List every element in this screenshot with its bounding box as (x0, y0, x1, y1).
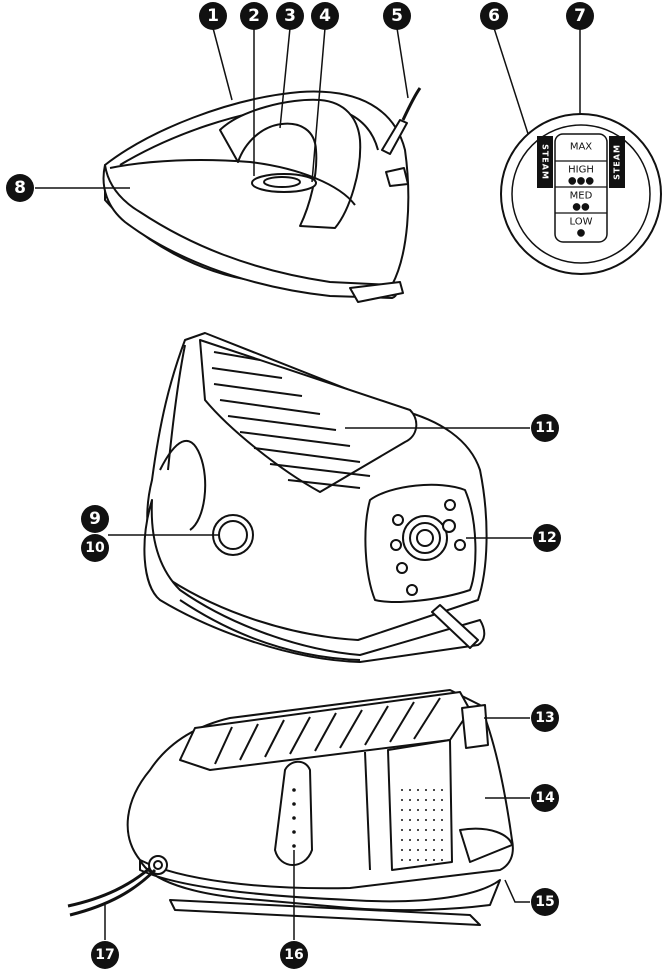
indicator-light-7 (406, 584, 418, 596)
base-plinth (179, 599, 361, 661)
indicator-light-3 (444, 499, 456, 511)
callout-15: 15 (531, 888, 559, 916)
dial-steam-label-right: STEAM (613, 144, 622, 180)
iron-rest-plate (199, 339, 418, 493)
svg-text:10: 10 (85, 540, 105, 556)
iron-heel-rest (349, 281, 404, 303)
callout-5: 5 (383, 2, 411, 30)
callout-1: 1 (199, 2, 227, 30)
cord-clip (385, 167, 409, 187)
svg-text:2: 2 (248, 6, 260, 26)
water-tank-front (364, 751, 371, 871)
leader-lines-bottom (104, 717, 530, 940)
svg-text:16: 16 (284, 947, 303, 963)
svg-text:14: 14 (535, 790, 555, 806)
callout-9: 9 (81, 505, 109, 533)
mains-cable (69, 868, 157, 917)
side-base-rim (139, 859, 501, 912)
dial-low-dots: ● (577, 228, 586, 239)
indicator-light-4 (392, 514, 404, 526)
leader-lines-top (35, 27, 581, 189)
water-tank (387, 739, 453, 871)
steam-dial: MAX HIGH ●●● MED ●● LOW ● STEAM STEAM (500, 113, 662, 275)
cable-sleeve (381, 119, 408, 155)
callout-4: 4 (311, 2, 339, 30)
base-left-side (167, 344, 186, 471)
svg-text:7: 7 (574, 6, 586, 26)
callout-12: 12 (533, 524, 561, 552)
iron-top-view (102, 87, 422, 303)
hook-dots (292, 788, 296, 848)
dial-med-label: MED (570, 191, 593, 202)
mains-cable-2 (67, 866, 151, 908)
dial-high-label: HIGH (568, 165, 594, 176)
callout-8: 8 (6, 174, 34, 202)
svg-text:9: 9 (89, 509, 101, 529)
indicator-light-1 (442, 519, 456, 533)
svg-text:5: 5 (391, 6, 403, 26)
dial-max-label: MAX (570, 142, 592, 153)
iron-rest-ridges (211, 351, 371, 489)
dial-med-dots: ●● (572, 202, 590, 213)
svg-text:17: 17 (95, 947, 114, 963)
water-tank-mesh (401, 789, 443, 861)
svg-text:8: 8 (14, 178, 26, 198)
indicator-light-2 (454, 539, 466, 551)
leader-lines-middle (108, 427, 532, 539)
cable-inlet-inner (153, 860, 163, 870)
callout-11: 11 (531, 414, 559, 442)
iron-nose (109, 159, 356, 206)
side-foot (169, 899, 481, 926)
svg-text:6: 6 (488, 6, 500, 26)
iron-handle (219, 98, 362, 229)
svg-text:4: 4 (319, 6, 331, 26)
svg-text:12: 12 (537, 530, 556, 546)
svg-text:15: 15 (535, 894, 554, 910)
callout-14: 14 (531, 784, 559, 812)
dial-high-dots: ●●● (568, 176, 594, 187)
indicator-light-5 (390, 539, 402, 551)
steam-button-top (263, 176, 301, 188)
callout-13: 13 (531, 704, 559, 732)
base-inner-curve (159, 440, 207, 531)
control-dial-center (416, 529, 434, 547)
control-panel (364, 483, 477, 603)
callouts: 1 2 3 4 5 6 7 8 9 10 11 12 13 14 15 16 1… (6, 2, 594, 969)
callout-2: 2 (240, 2, 268, 30)
callout-17: 17 (91, 941, 119, 969)
svg-text:13: 13 (535, 710, 554, 726)
callout-6: 6 (480, 2, 508, 30)
cord-hook (274, 760, 313, 866)
rear-tray (459, 827, 513, 863)
dial-steam-label-left: STEAM (541, 144, 550, 180)
filler-cap (461, 704, 489, 749)
svg-text:1: 1 (207, 6, 219, 26)
svg-text:3: 3 (284, 6, 296, 26)
callout-7: 7 (566, 2, 594, 30)
indicator-light-6 (396, 562, 408, 574)
cable (401, 87, 422, 121)
base-front-view (143, 332, 488, 663)
side-ridges (214, 697, 441, 765)
callout-10: 10 (81, 534, 109, 562)
dial-low-label: LOW (570, 217, 593, 228)
callout-16: 16 (280, 941, 308, 969)
base-side-view (67, 689, 514, 926)
callout-3: 3 (276, 2, 304, 30)
base-bottom-rim (143, 499, 486, 663)
power-knob-inner (218, 520, 248, 550)
supply-hose (431, 604, 479, 649)
svg-text:11: 11 (535, 420, 554, 436)
